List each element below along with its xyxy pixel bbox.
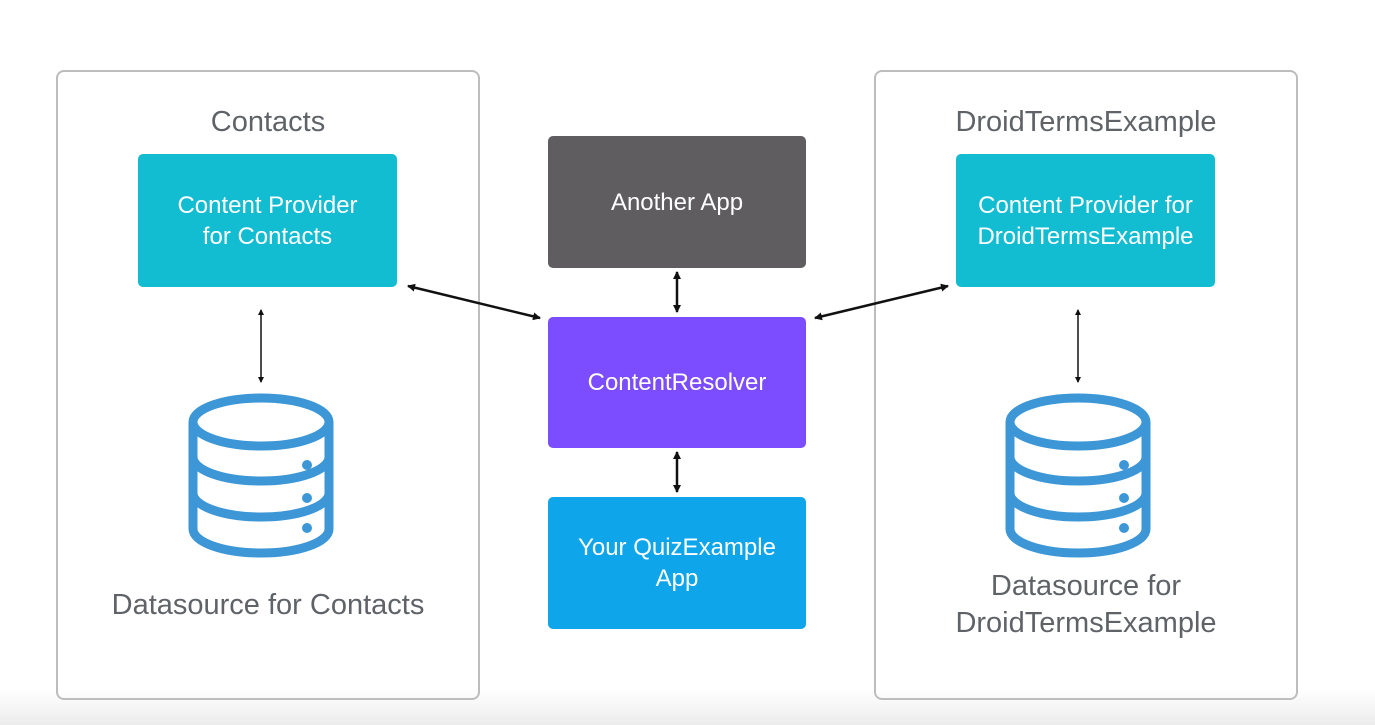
droidterms-app-panel bbox=[874, 70, 1298, 700]
droidterms-datasource-line1: Datasource for bbox=[990, 570, 1182, 602]
droidterms-provider-line1: Content Provider for bbox=[978, 191, 1193, 219]
your-app-line1: Your QuizExample bbox=[578, 534, 776, 561]
contacts-content-provider: Content Provider for Contacts bbox=[138, 154, 397, 287]
bottom-shadow bbox=[0, 690, 1375, 725]
droidterms-content-provider: Content Provider for DroidTermsExample bbox=[956, 154, 1215, 287]
droidterms-datasource-line2: DroidTermsExample bbox=[955, 607, 1217, 639]
contacts-app-panel bbox=[56, 70, 480, 700]
droidterms-provider-line2: DroidTermsExample bbox=[977, 222, 1194, 250]
content-resolver-box: ContentResolver bbox=[548, 317, 806, 448]
database-icon bbox=[1005, 393, 1151, 558]
droidterms-app-title: DroidTermsExample bbox=[955, 106, 1217, 138]
contacts-provider-line1: Content Provider bbox=[177, 191, 358, 219]
droidterms-datasource-label: Datasource for DroidTermsExample bbox=[874, 568, 1298, 642]
another-app-label: Another App bbox=[610, 188, 744, 216]
your-app-line2: App bbox=[655, 565, 699, 592]
another-app-box: Another App bbox=[548, 136, 806, 268]
arrow-droidterms-provider-resolver bbox=[814, 283, 949, 321]
contacts-provider-line2: for Contacts bbox=[202, 222, 333, 250]
database-icon bbox=[188, 393, 334, 558]
contacts-app-title: Contacts bbox=[210, 106, 326, 138]
content-resolver-label: ContentResolver bbox=[587, 369, 767, 396]
contacts-datasource-label: Datasource for Contacts bbox=[111, 589, 425, 621]
your-app-box: Your QuizExample App bbox=[548, 497, 806, 629]
arrow-contacts-provider-resolver bbox=[407, 283, 541, 321]
